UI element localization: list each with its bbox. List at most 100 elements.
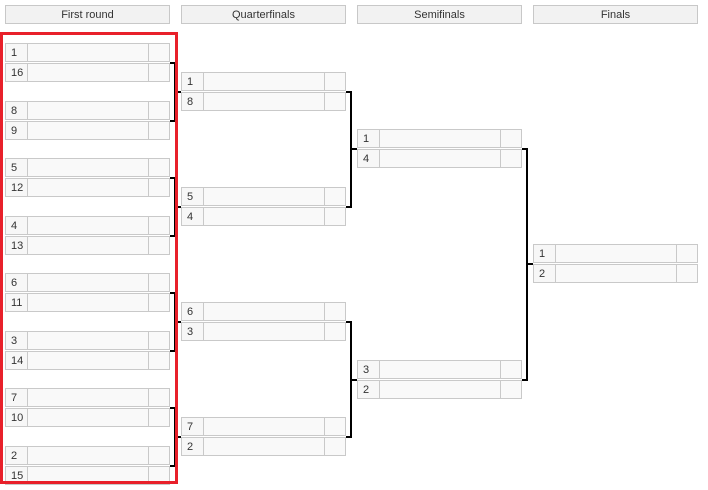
team-name-field[interactable] (28, 44, 148, 61)
score-field[interactable] (676, 245, 697, 262)
team-bottom[interactable]: 12 (5, 178, 170, 197)
score-field[interactable] (148, 294, 169, 311)
team-name-field[interactable] (204, 208, 324, 225)
score-field[interactable] (148, 389, 169, 406)
team-name-field[interactable] (28, 159, 148, 176)
team-bottom[interactable]: 3 (181, 322, 346, 341)
score-field[interactable] (324, 73, 345, 90)
team-top[interactable]: 1 (181, 72, 346, 91)
team-name-field[interactable] (28, 274, 148, 291)
team-name-field[interactable] (204, 93, 324, 110)
team-name-field[interactable] (556, 265, 676, 282)
team-name-field[interactable] (204, 73, 324, 90)
team-bottom[interactable]: 15 (5, 466, 170, 485)
team-name-field[interactable] (28, 64, 148, 81)
team-bottom[interactable]: 10 (5, 408, 170, 427)
score-field[interactable] (148, 179, 169, 196)
score-field[interactable] (148, 409, 169, 426)
team-bottom[interactable]: 14 (5, 351, 170, 370)
score-field[interactable] (148, 447, 169, 464)
team-top[interactable]: 3 (357, 360, 522, 379)
team-name-field[interactable] (380, 150, 500, 167)
team-bottom[interactable]: 11 (5, 293, 170, 312)
score-field[interactable] (148, 64, 169, 81)
team-top[interactable]: 1 (533, 244, 698, 263)
team-name-field[interactable] (204, 323, 324, 340)
team-name-field[interactable] (28, 352, 148, 369)
team-bottom[interactable]: 2 (533, 264, 698, 283)
score-field[interactable] (148, 217, 169, 234)
score-field[interactable] (324, 303, 345, 320)
score-field[interactable] (148, 44, 169, 61)
team-top[interactable]: 4 (5, 216, 170, 235)
score-field[interactable] (500, 381, 521, 398)
team-top[interactable]: 5 (5, 158, 170, 177)
team-name-field[interactable] (28, 409, 148, 426)
team-top[interactable]: 3 (5, 331, 170, 350)
score-field[interactable] (148, 467, 169, 484)
team-name-field[interactable] (380, 130, 500, 147)
team-top[interactable]: 6 (5, 273, 170, 292)
score-field[interactable] (324, 208, 345, 225)
team-bottom[interactable]: 2 (357, 380, 522, 399)
seed-number: 7 (182, 418, 204, 435)
team-name-field[interactable] (28, 217, 148, 234)
team-name-field[interactable] (28, 179, 148, 196)
team-bottom[interactable]: 9 (5, 121, 170, 140)
team-top[interactable]: 5 (181, 187, 346, 206)
team-bottom[interactable]: 13 (5, 236, 170, 255)
team-name-field[interactable] (28, 447, 148, 464)
score-field[interactable] (148, 237, 169, 254)
score-field[interactable] (148, 102, 169, 119)
seed-number: 1 (182, 73, 204, 90)
score-field[interactable] (500, 130, 521, 147)
team-name-field[interactable] (380, 361, 500, 378)
score-field[interactable] (676, 265, 697, 282)
team-name-field[interactable] (28, 122, 148, 139)
team-name-field[interactable] (556, 245, 676, 262)
score-field[interactable] (148, 352, 169, 369)
team-name-field[interactable] (204, 188, 324, 205)
team-top[interactable]: 2 (5, 446, 170, 465)
score-field[interactable] (324, 93, 345, 110)
team-top[interactable]: 1 (5, 43, 170, 62)
team-name-field[interactable] (204, 303, 324, 320)
seed-number: 4 (6, 217, 28, 234)
team-name-field[interactable] (28, 389, 148, 406)
team-name-field[interactable] (380, 381, 500, 398)
team-top[interactable]: 7 (181, 417, 346, 436)
team-name-field[interactable] (28, 467, 148, 484)
team-name-field[interactable] (28, 102, 148, 119)
round-header-label: First round (61, 8, 114, 21)
score-field[interactable] (148, 159, 169, 176)
seed-number: 9 (6, 122, 28, 139)
team-bottom[interactable]: 2 (181, 437, 346, 456)
team-name-field[interactable] (28, 294, 148, 311)
score-field[interactable] (500, 150, 521, 167)
score-field[interactable] (148, 274, 169, 291)
score-field[interactable] (324, 323, 345, 340)
score-field[interactable] (324, 418, 345, 435)
score-field[interactable] (148, 122, 169, 139)
seed-number: 8 (182, 93, 204, 110)
team-bottom[interactable]: 4 (181, 207, 346, 226)
score-field[interactable] (324, 188, 345, 205)
team-bottom[interactable]: 4 (357, 149, 522, 168)
score-field[interactable] (324, 438, 345, 455)
team-bottom[interactable]: 16 (5, 63, 170, 82)
team-name-field[interactable] (28, 332, 148, 349)
team-name-field[interactable] (204, 438, 324, 455)
round-header-first-round: First round (5, 5, 170, 24)
team-name-field[interactable] (204, 418, 324, 435)
team-name-field[interactable] (28, 237, 148, 254)
team-top[interactable]: 7 (5, 388, 170, 407)
score-field[interactable] (500, 361, 521, 378)
team-top[interactable]: 8 (5, 101, 170, 120)
score-field[interactable] (148, 332, 169, 349)
team-top[interactable]: 6 (181, 302, 346, 321)
team-top[interactable]: 1 (357, 129, 522, 148)
team-bottom[interactable]: 8 (181, 92, 346, 111)
